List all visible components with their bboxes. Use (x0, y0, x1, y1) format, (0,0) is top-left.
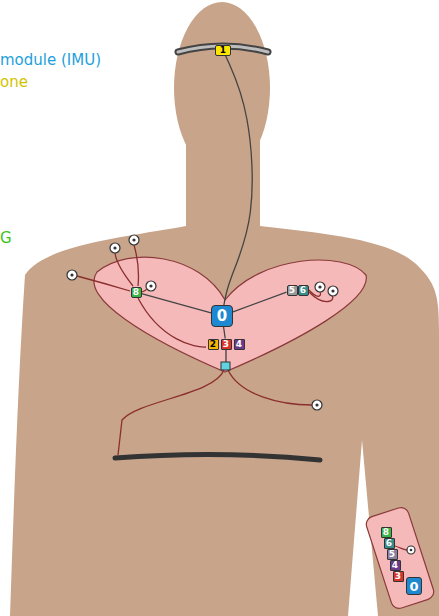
module-box: 4 (234, 339, 245, 350)
module-box: 6 (298, 285, 309, 296)
module-box: 6 (384, 538, 395, 549)
connector-block (221, 362, 230, 370)
module-number: 5 (389, 550, 395, 559)
cable (233, 292, 287, 312)
chest-strap (115, 454, 320, 460)
module-box: 2 (208, 339, 219, 350)
legend-fragment: G (0, 231, 12, 246)
module-box: 8 (131, 287, 142, 298)
module-number: 0 (217, 309, 227, 324)
module-box: 3 (393, 571, 404, 582)
module-box: 5 (287, 285, 298, 296)
cable (224, 56, 252, 306)
cable (224, 327, 226, 339)
module-number: 0 (409, 580, 418, 593)
arm-patch (364, 506, 436, 611)
module-number: 8 (383, 528, 389, 537)
body-silhouette (10, 2, 439, 616)
legend-fragment: module (IMU) (0, 53, 101, 68)
module-number: 4 (236, 340, 242, 349)
module-box: 3 (221, 339, 232, 350)
module-number: 6 (386, 539, 392, 548)
legend-fragment: one (0, 75, 28, 90)
module-number: 3 (395, 572, 401, 581)
module-number: 8 (133, 288, 139, 297)
module-box: 5 (387, 549, 398, 560)
module-number: 3 (223, 340, 229, 349)
module-box: 1 (215, 45, 231, 56)
module-box: 0 (211, 305, 233, 327)
module-box: 0 (406, 577, 422, 595)
module-number: 4 (392, 561, 398, 570)
module-number: 1 (220, 46, 226, 55)
cable (142, 294, 212, 313)
module-box: 8 (381, 527, 392, 538)
electrode-wires (77, 245, 407, 550)
module-number: 2 (210, 340, 216, 349)
module-number: 5 (289, 286, 295, 295)
electrode-dots (70, 238, 412, 551)
module-box: 4 (390, 560, 401, 571)
module-number: 6 (300, 286, 306, 295)
hub-wire (225, 350, 226, 362)
heart-patch (94, 257, 366, 372)
electrodes (67, 235, 415, 554)
